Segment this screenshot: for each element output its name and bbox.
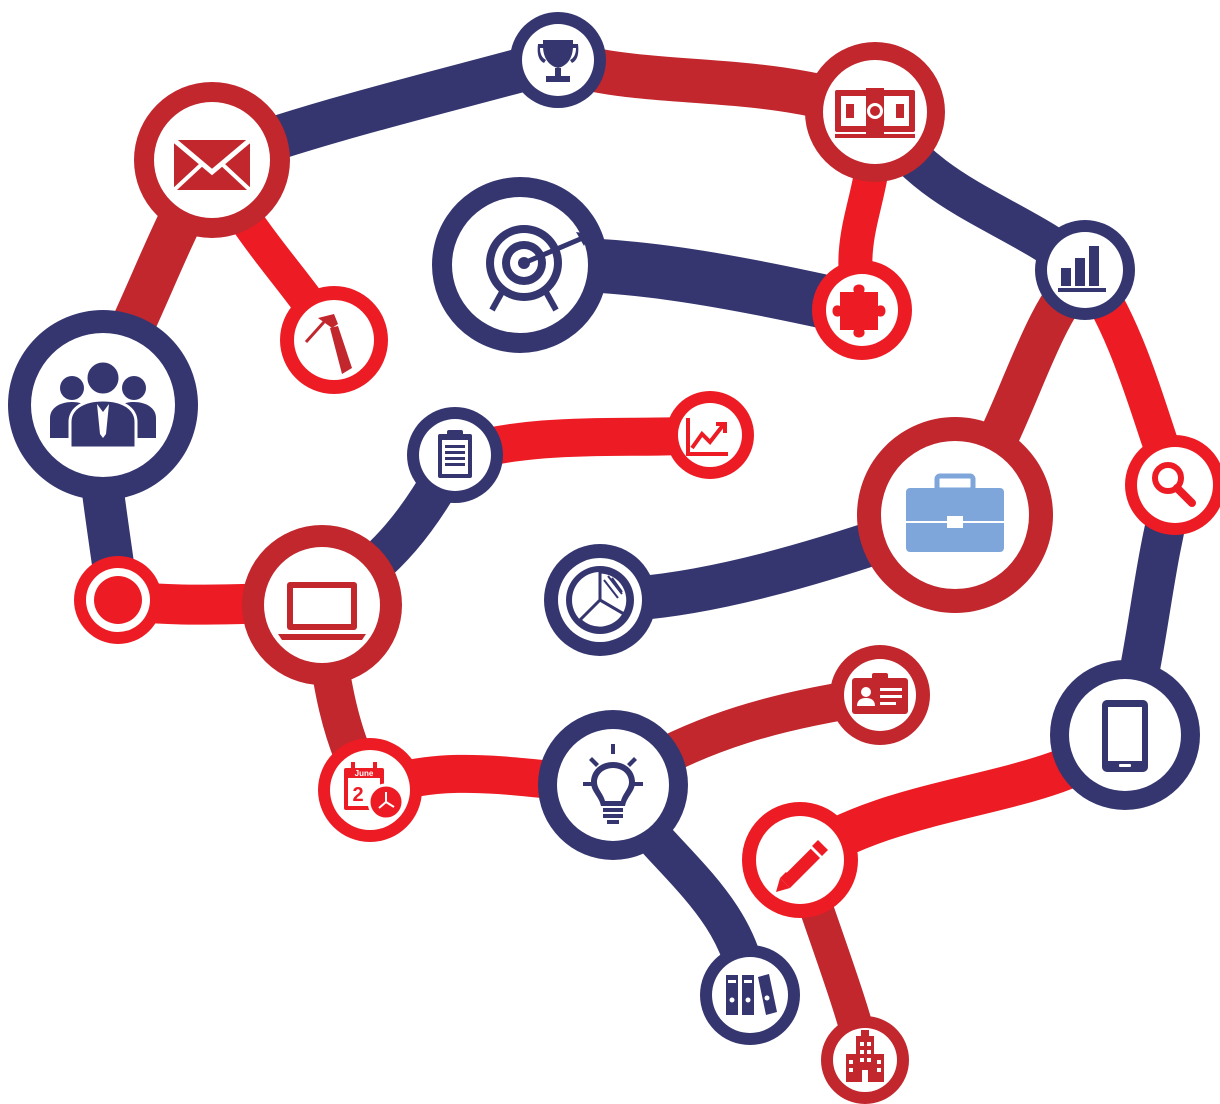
tablet-icon (1102, 700, 1148, 772)
target-icon (486, 225, 590, 312)
pencil-icon (776, 840, 828, 892)
calendar-clock-icon: June 2 (344, 762, 405, 821)
team-icon (50, 359, 156, 450)
node-team (8, 310, 198, 500)
node-bar-chart (1035, 220, 1135, 320)
growth-chart-icon (686, 418, 728, 456)
calendar-month: June (355, 769, 374, 778)
node-tie (280, 286, 388, 394)
briefcase-icon (906, 473, 1004, 552)
node-id-card (830, 645, 930, 745)
building-icon (846, 1030, 884, 1082)
trophy-icon (537, 40, 579, 82)
node-building (821, 1016, 909, 1104)
node-briefcase (857, 417, 1053, 613)
node-laptop (242, 525, 402, 685)
node-trophy (510, 12, 606, 108)
laptop-icon (278, 582, 366, 640)
node-envelope (134, 82, 290, 238)
clipboard-icon (438, 430, 472, 478)
tie-icon (304, 314, 352, 374)
node-puzzle (812, 260, 912, 360)
node-money (805, 42, 945, 182)
node-calendar: June 2 (318, 738, 422, 842)
id-card-icon (852, 673, 908, 714)
puzzle-icon (832, 284, 886, 338)
node-search (1125, 435, 1220, 535)
ring-icon (94, 576, 142, 624)
node-pencil (742, 802, 858, 918)
binders-icon (726, 974, 777, 1015)
search-icon (1152, 462, 1196, 507)
bar-chart-icon (1058, 246, 1106, 292)
pie-chart-icon (566, 566, 634, 634)
node-target (432, 177, 608, 353)
calendar-day: 2 (352, 784, 363, 806)
node-ring (74, 556, 162, 644)
node-lightbulb (538, 710, 688, 860)
node-growth-chart (666, 391, 754, 479)
lightbulb-icon (583, 744, 643, 824)
node-binders (700, 945, 800, 1045)
envelope-icon (172, 138, 252, 192)
node-pie-chart (544, 544, 656, 656)
node-clipboard (407, 407, 503, 503)
money-icon (835, 88, 915, 138)
node-tablet (1050, 660, 1200, 810)
